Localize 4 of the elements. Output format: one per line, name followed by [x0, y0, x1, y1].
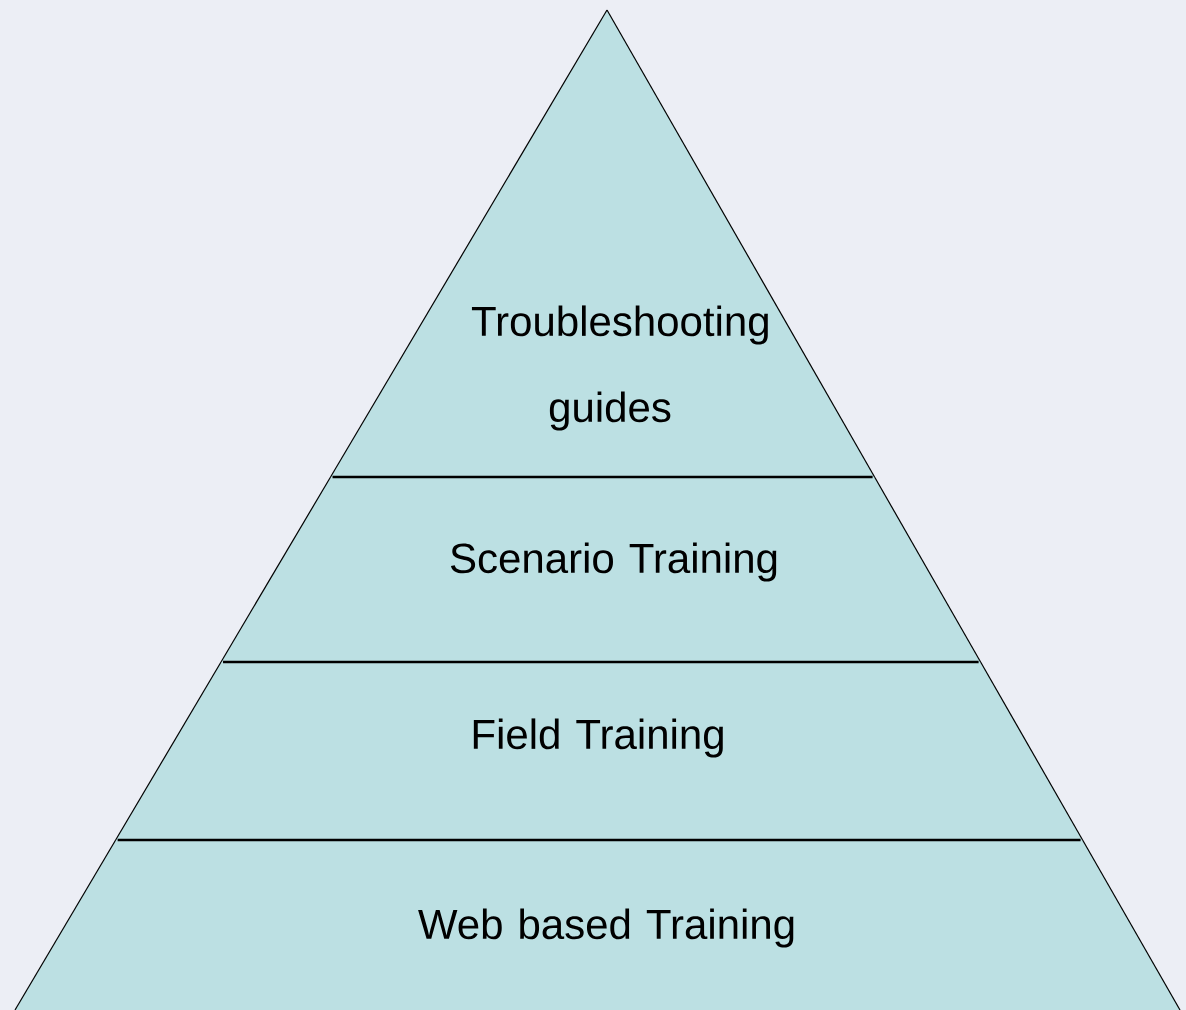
pyramid-layer: Field Training: [115, 660, 1084, 841]
pyramid-layer: Scenario Training: [220, 475, 982, 663]
pyramid-top: Troubleshooting guides: [329, 9, 876, 478]
pyramid-layer: Web based Training: [14, 838, 1181, 1010]
